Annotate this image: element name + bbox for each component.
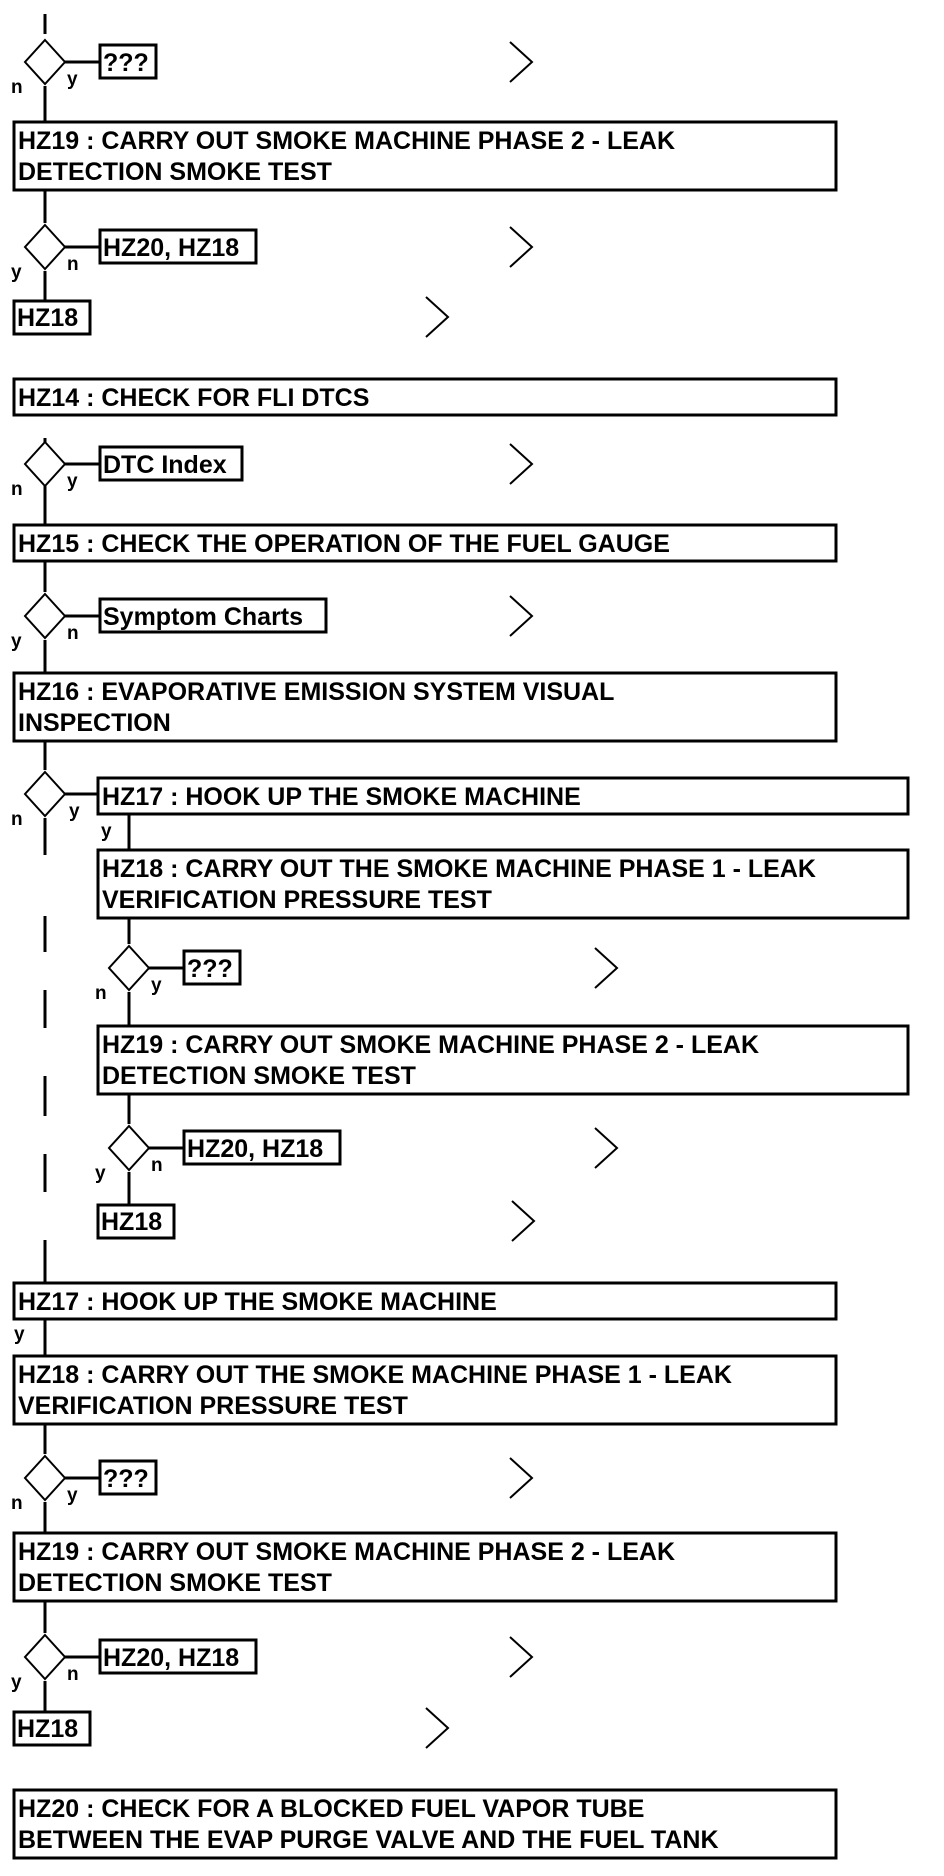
through-condition-label: n (95, 983, 107, 1004)
step-text: VERIFICATION PRESSURE TEST (102, 886, 492, 914)
branch-next-arrow[interactable] (509, 41, 534, 83)
branch-next-arrow[interactable] (509, 1636, 534, 1678)
step-text: VERIFICATION PRESSURE TEST (18, 1392, 408, 1420)
branch-target-box[interactable] (98, 445, 244, 482)
step-box (12, 671, 838, 743)
branch-condition-label: y (67, 1485, 78, 1506)
step-box (12, 1281, 838, 1321)
step-text: INSPECTION (18, 709, 171, 737)
branch-target-label: ??? (103, 49, 149, 77)
step-text: HZ20 : CHECK FOR A BLOCKED FUEL VAPOR TU… (18, 1795, 644, 1823)
endpoint-label: HZ18 (101, 1208, 162, 1236)
link-yes-label: y (101, 821, 112, 842)
branch-next-arrow[interactable] (594, 1127, 619, 1169)
step-text: HZ18 : CARRY OUT THE SMOKE MACHINE PHASE… (18, 1361, 732, 1389)
decision-diamond (107, 944, 151, 992)
endpoint-next-arrow[interactable] (511, 1200, 536, 1242)
branch-target-label: HZ20, HZ18 (187, 1135, 323, 1163)
decision-diamond (23, 440, 67, 488)
step-text: HZ14 : CHECK FOR FLI DTCS (18, 384, 369, 412)
decision-diamond (23, 223, 67, 271)
step-box (12, 1354, 838, 1426)
step-text: HZ17 : HOOK UP THE SMOKE MACHINE (18, 1288, 497, 1316)
branch-condition-label: y (67, 69, 78, 90)
branch-next-arrow[interactable] (509, 1457, 534, 1499)
endpoint-next-arrow[interactable] (425, 1707, 450, 1749)
step-box (96, 1024, 910, 1096)
through-condition-label: y (11, 631, 22, 652)
step-text: HZ19 : CARRY OUT SMOKE MACHINE PHASE 2 -… (18, 1538, 675, 1566)
step-box (12, 523, 838, 563)
step-box (12, 120, 838, 192)
branch-next-arrow[interactable] (594, 947, 619, 989)
decision-diamond (23, 592, 67, 640)
endpoint-box[interactable] (96, 1203, 176, 1240)
branch-next-arrow[interactable] (509, 226, 534, 268)
decision-diamond (23, 770, 67, 818)
connector-lines (43, 14, 184, 1712)
step-text: HZ17 : HOOK UP THE SMOKE MACHINE (102, 783, 581, 811)
step-text: BETWEEN THE EVAP PURGE VALVE AND THE FUE… (18, 1826, 719, 1854)
branch-target-label: ??? (103, 1465, 149, 1493)
decision-diamond (107, 1124, 151, 1172)
step-box (12, 377, 838, 417)
step-box (12, 1788, 838, 1860)
decision-diamond (23, 38, 67, 86)
step-text: HZ15 : CHECK THE OPERATION OF THE FUEL G… (18, 530, 670, 558)
branch-target-box[interactable] (98, 1459, 158, 1496)
endpoint-box[interactable] (12, 1710, 92, 1747)
step-text: HZ19 : CARRY OUT SMOKE MACHINE PHASE 2 -… (102, 1031, 759, 1059)
endpoint-next-arrow[interactable] (425, 296, 450, 338)
branch-no-label: n (11, 809, 23, 830)
endpoint-box[interactable] (12, 299, 92, 336)
through-condition-label: y (11, 1672, 22, 1693)
endpoint-label: HZ18 (17, 1715, 78, 1743)
branch-target-box[interactable] (182, 1129, 342, 1166)
step-box (96, 776, 910, 816)
branch-condition-label: n (67, 1664, 79, 1685)
through-condition-label: n (11, 1493, 23, 1514)
step-text: HZ19 : CARRY OUT SMOKE MACHINE PHASE 2 -… (18, 127, 675, 155)
endpoint-label: HZ18 (17, 304, 78, 332)
link-yes-label: y (14, 1324, 25, 1345)
branch-next-arrow[interactable] (509, 595, 534, 637)
branch-yes-label: y (69, 801, 80, 822)
through-condition-label: y (95, 1163, 106, 1184)
through-condition-label: n (11, 479, 23, 500)
step-text: HZ18 : CARRY OUT THE SMOKE MACHINE PHASE… (102, 855, 816, 883)
branch-target-label: Symptom Charts (103, 603, 303, 631)
through-condition-label: n (11, 77, 23, 98)
step-text: DETECTION SMOKE TEST (18, 158, 332, 186)
through-condition-label: y (11, 262, 22, 283)
decision-diamond (23, 1633, 67, 1681)
branch-condition-label: n (151, 1155, 163, 1176)
branch-target-box[interactable] (98, 43, 158, 80)
step-text: DETECTION SMOKE TEST (18, 1569, 332, 1597)
step-box (12, 1531, 838, 1603)
branch-target-label: HZ20, HZ18 (103, 234, 239, 262)
branch-condition-label: y (67, 471, 78, 492)
decision-diamond (23, 1454, 67, 1502)
branch-condition-label: n (67, 254, 79, 275)
branch-target-box[interactable] (98, 228, 258, 265)
branch-condition-label: n (67, 623, 79, 644)
branch-condition-label: y (151, 975, 162, 996)
branch-target-box[interactable] (98, 1638, 258, 1675)
branch-next-arrow[interactable] (509, 443, 534, 485)
branch-target-label: DTC Index (103, 451, 227, 479)
branch-target-label: HZ20, HZ18 (103, 1644, 239, 1672)
branch-target-label: ??? (187, 955, 233, 983)
flowchart-shapes: HZ19 : CARRY OUT SMOKE MACHINE PHASE 2 -… (11, 38, 910, 1860)
step-text: DETECTION SMOKE TEST (102, 1062, 416, 1090)
branch-target-box[interactable] (98, 597, 328, 634)
step-text: HZ16 : EVAPORATIVE EMISSION SYSTEM VISUA… (18, 678, 614, 706)
branch-target-box[interactable] (182, 949, 242, 986)
step-box (96, 848, 910, 920)
